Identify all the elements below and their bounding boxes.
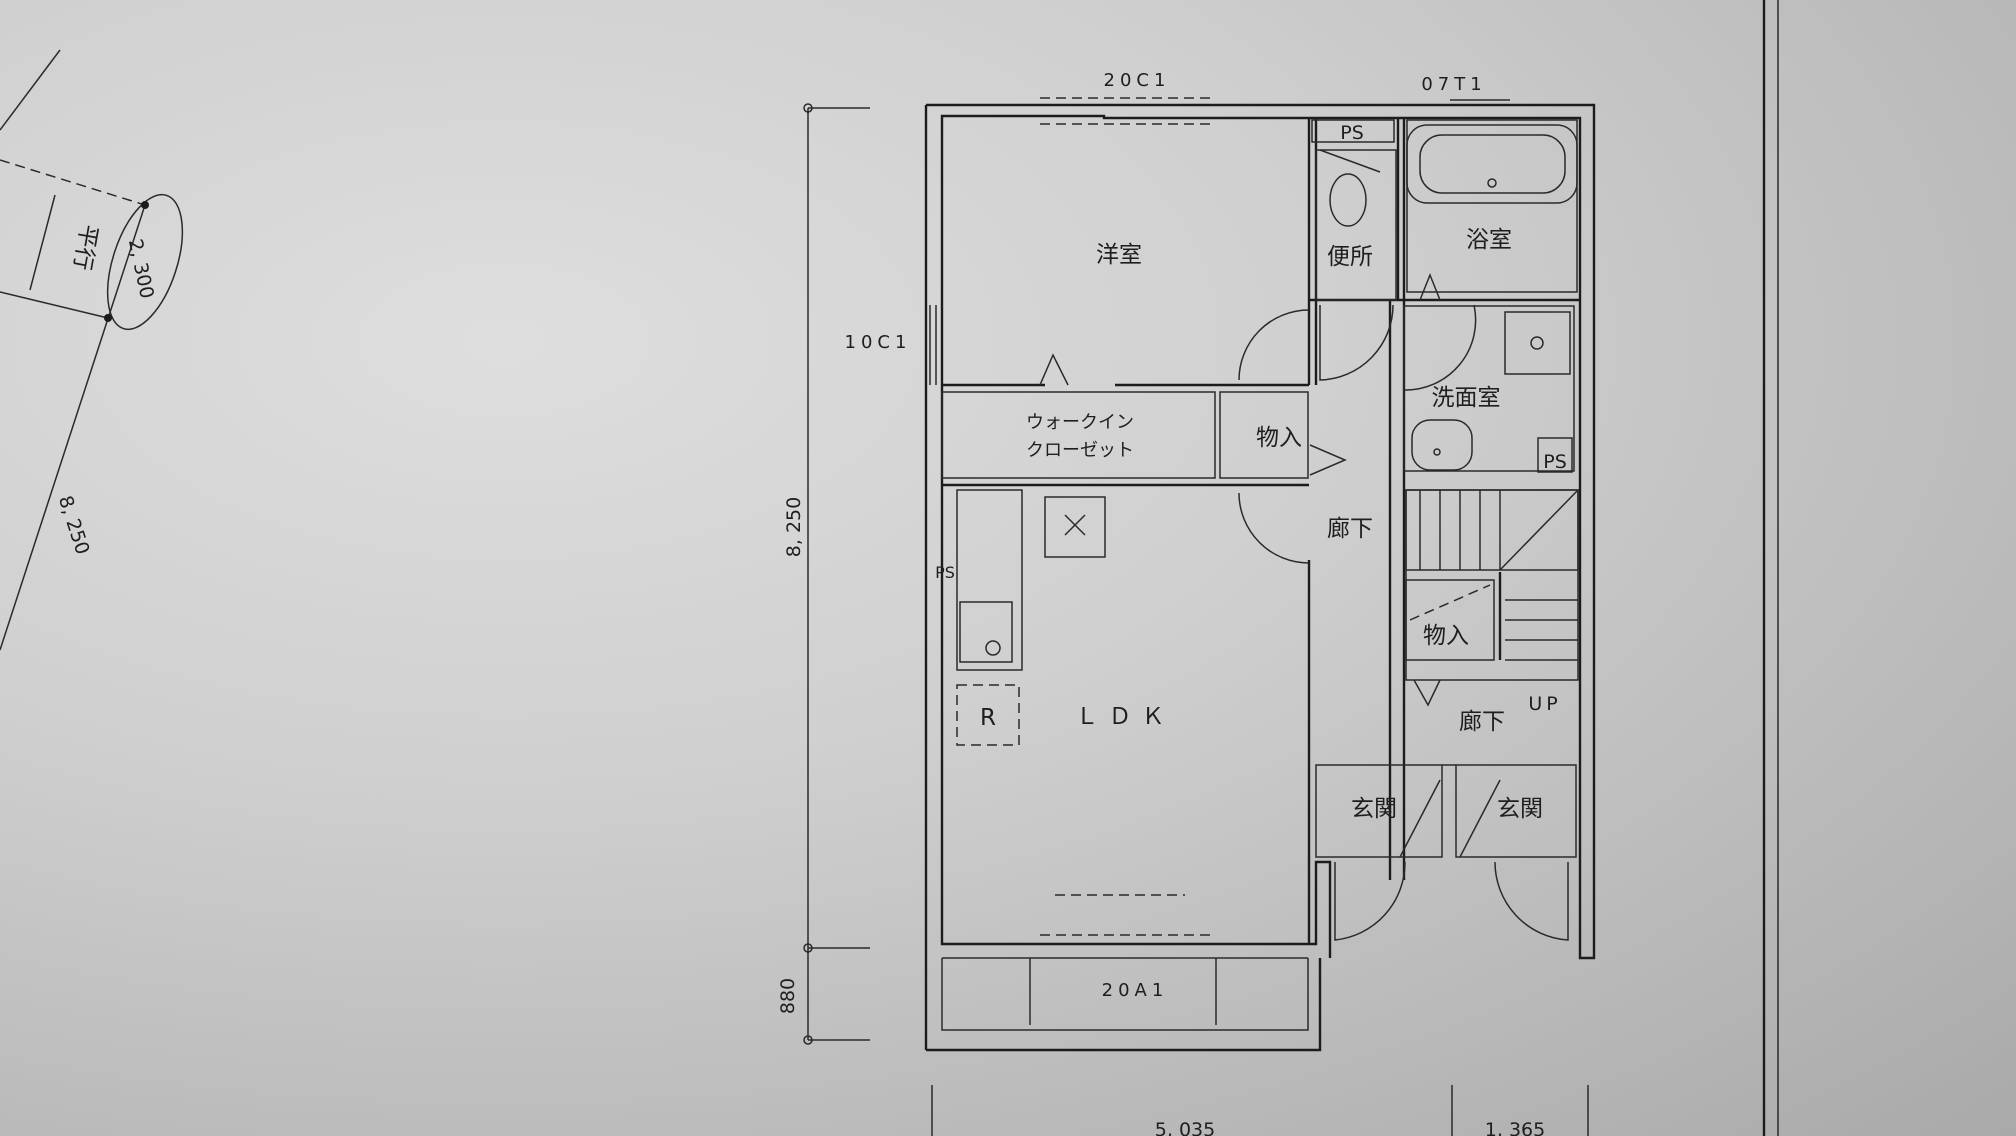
room-walk-in-closet-line2: クローゼット <box>1026 440 1134 461</box>
site-parallel-label: 平行 <box>68 222 102 272</box>
room-bathroom: 浴室 <box>1466 227 1512 253</box>
site-offset-dimension: 2, 300 <box>124 237 158 301</box>
width-right-dimension: 1, 365 <box>1485 1119 1545 1136</box>
site-edge-dimension: 8, 250 <box>54 493 94 557</box>
room-entrance-1: 玄関 <box>1351 796 1397 822</box>
fridge-label: R <box>980 705 996 731</box>
room-washroom: 洗面室 <box>1432 385 1501 411</box>
stairs-up-label: UP <box>1528 693 1561 715</box>
room-storage-1: 物入 <box>1256 425 1302 451</box>
ps-label-top: PS <box>1340 122 1364 144</box>
room-entrance-2: 玄関 <box>1497 796 1543 822</box>
room-walk-in-closet-line1: ウォークイン <box>1026 412 1134 433</box>
room-storage-2: 物入 <box>1423 623 1469 649</box>
room-western: 洋室 <box>1096 242 1142 268</box>
dimension-lines <box>803 103 1589 1136</box>
balcony-dimension: 880 <box>777 978 799 1014</box>
room-toilet: 便所 <box>1327 244 1373 270</box>
ps-label-washroom: PS <box>1543 451 1567 473</box>
ps-label-kitchen: PS <box>935 563 955 582</box>
room-hallway-2: 廊下 <box>1459 709 1505 735</box>
site-boundary <box>0 49 184 651</box>
walls <box>924 97 1596 1052</box>
window-code-top-left: 20C1 <box>1104 70 1171 91</box>
room-ldk: ＬＤＫ <box>1076 704 1175 730</box>
height-dimension: 8, 250 <box>783 497 805 557</box>
width-left-dimension: 5, 035 <box>1155 1119 1215 1136</box>
room-hallway-1: 廊下 <box>1327 516 1373 542</box>
window-code-left: 10C1 <box>845 332 912 353</box>
window-code-top-right: 07T1 <box>1421 74 1486 95</box>
window-code-bottom: 20A1 <box>1102 980 1169 1001</box>
